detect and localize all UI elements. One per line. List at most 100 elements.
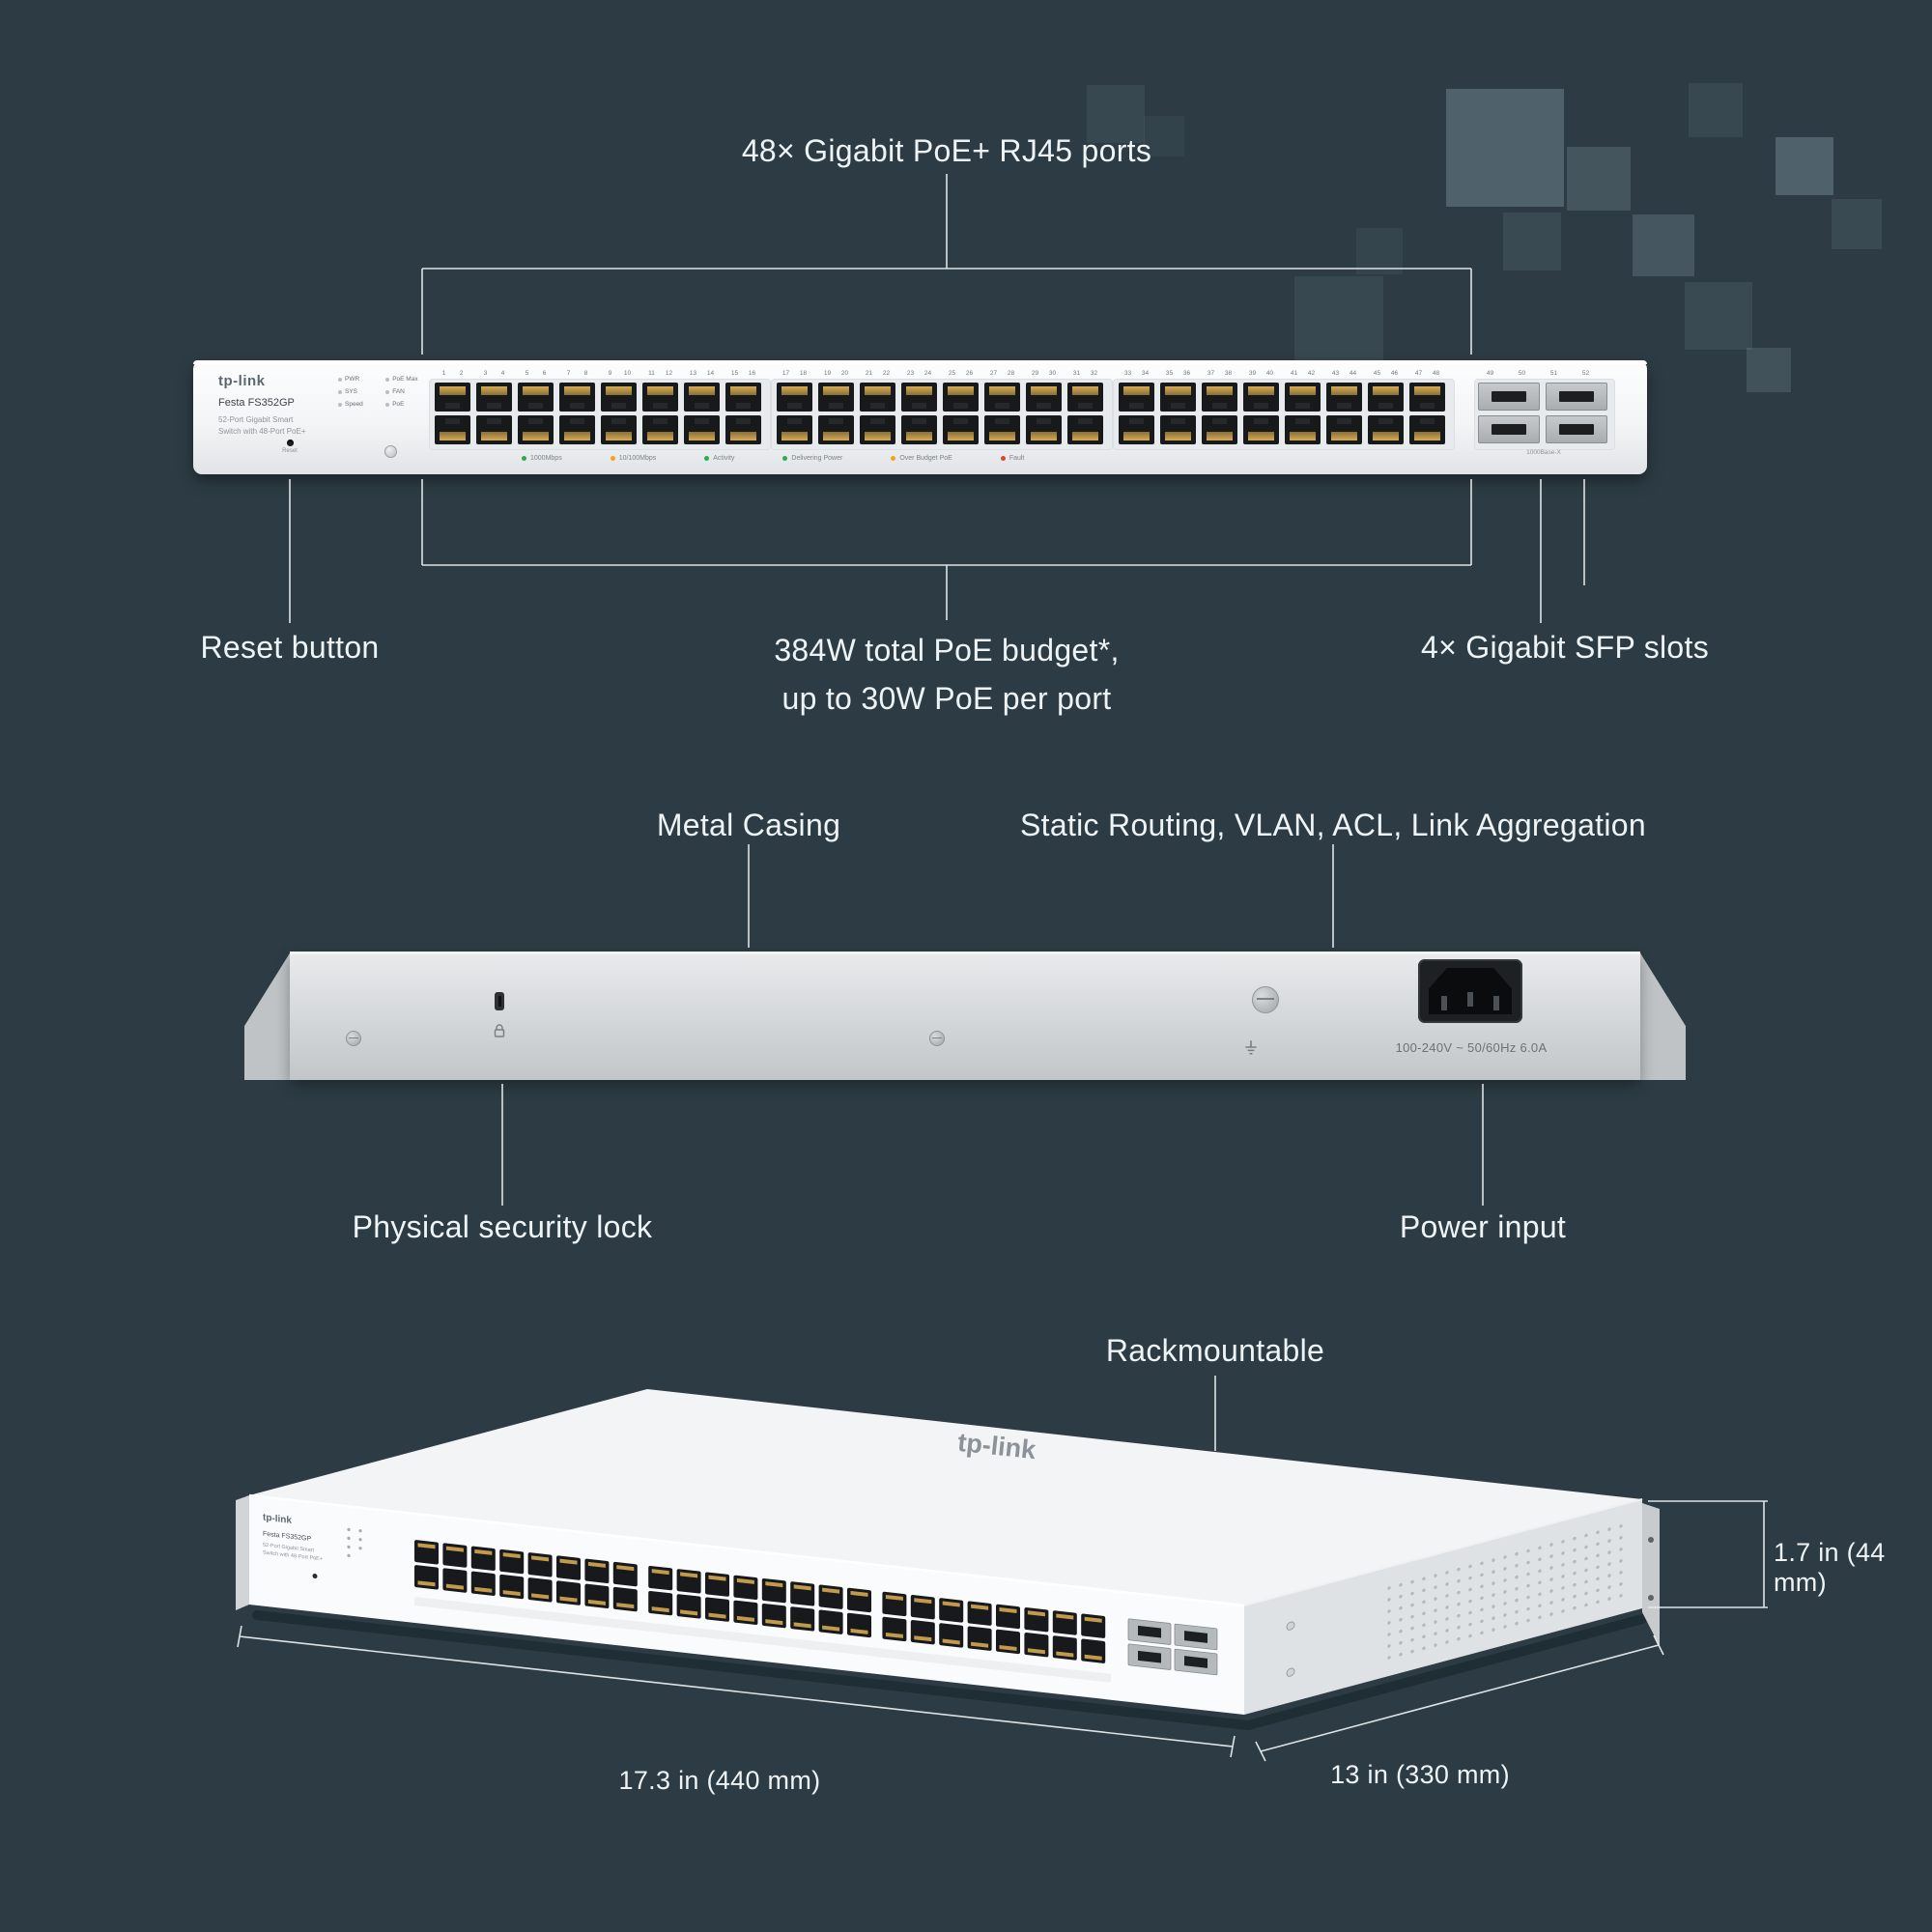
decor-square (1633, 214, 1694, 276)
led-pwr: PWR (338, 376, 376, 383)
port-number: 44 (1349, 370, 1357, 377)
port-number: 51 (1549, 370, 1558, 377)
port-number: 32 (1090, 370, 1098, 377)
sfp-caption: 1000Base-X (1526, 449, 1561, 456)
front-face-model: Festa FS352GP (263, 1531, 311, 1544)
ground-icon (1245, 1040, 1257, 1055)
legend-over-budget-poe: Over Budget PoE (891, 455, 952, 462)
port-number: 30 (1048, 370, 1057, 377)
port-number: 27 (989, 370, 998, 377)
ports-3d (414, 1540, 1218, 1676)
legend-1000mbps: 1000Mbps (522, 455, 562, 462)
callout-metal-casing: Metal Casing (656, 808, 841, 842)
port-number: 48 (1432, 370, 1440, 377)
top-logo: tp-link (956, 1428, 1038, 1464)
legend-delivering-power: Delivering Power (782, 455, 842, 462)
rj45-port-31 (1067, 383, 1103, 412)
power-inlet-cavity (1429, 968, 1512, 1014)
reset-button-area: Reset (276, 440, 303, 454)
rj45-port-13 (684, 383, 720, 412)
port-number: 8 (583, 370, 588, 377)
lock-icon (494, 1024, 505, 1037)
port-number: 21 (865, 370, 873, 377)
front-face-logo: tp-link (263, 1513, 292, 1526)
led-speed: Speed (338, 401, 376, 408)
callout-features: Static Routing, VLAN, ACL, Link Aggregat… (1020, 808, 1646, 842)
callout-poe-budget: 384W total PoE budget*, up to 30W PoE pe… (609, 626, 1285, 723)
callout-poe-budget-line2: up to 30W PoE per port (781, 681, 1112, 716)
led-mode-button (384, 445, 397, 458)
led-poe: PoE (385, 401, 431, 408)
port-number: 9 (608, 370, 612, 377)
legend-activity: Activity (704, 455, 734, 462)
led-sys: SYS (338, 388, 376, 395)
screw (346, 1031, 361, 1046)
reset-button-3d (312, 1574, 318, 1579)
port-number: 5 (525, 370, 529, 377)
legend-strip-3d (414, 1597, 1111, 1683)
power-rating-text: 100-240V ~ 50/60Hz 6.0A (1395, 1040, 1548, 1055)
port-number: 23 (906, 370, 915, 377)
rj45-port-45 (1368, 383, 1404, 412)
port-number: 42 (1307, 370, 1316, 377)
rj45-port-21 (860, 383, 895, 412)
model-name: Festa FS352GP (218, 397, 295, 409)
dim-line-height (1648, 1500, 1768, 1608)
decor-square (1087, 85, 1145, 143)
dim-width-label: 17.3 in (440 mm) (618, 1766, 821, 1795)
rack-ear-right-3d (1642, 1503, 1660, 1646)
port-number: 29 (1031, 370, 1039, 377)
sfp-slot-51 (1478, 415, 1540, 443)
port-number: 38 (1224, 370, 1233, 377)
rj45-port-25 (943, 383, 979, 412)
switch-front-view: tp-link Festa FS352GP 52-Port Gigabit Sm… (193, 360, 1647, 474)
screw (929, 1031, 945, 1046)
port-number: 12 (665, 370, 673, 377)
port-number: 3 (483, 370, 488, 377)
port-number: 47 (1414, 370, 1423, 377)
rj45-port-19 (818, 383, 854, 412)
port-number: 33 (1123, 370, 1132, 377)
rj45-port-11 (642, 383, 678, 412)
led-poe-max: PoE Max (385, 376, 431, 383)
rj45-port-33 (1119, 383, 1154, 412)
port-number: 41 (1290, 370, 1298, 377)
rj45-port-29 (1026, 383, 1062, 412)
vent-holes (1387, 1524, 1623, 1660)
legend-fault: Fault (1000, 455, 1024, 462)
model-description-1: 52-Port Gigabit Smart (218, 415, 294, 424)
port-number: 28 (1007, 370, 1015, 377)
port-number: 34 (1141, 370, 1150, 377)
front-face (249, 1495, 1244, 1715)
port-number: 46 (1390, 370, 1399, 377)
model-description-2: Switch with 48-Port PoE+ (218, 427, 306, 436)
port-number: 35 (1165, 370, 1174, 377)
back-body: 100-240V ~ 50/60Hz 6.0A (290, 952, 1640, 1080)
port-number: 40 (1265, 370, 1274, 377)
port-number: 2 (459, 370, 464, 377)
port-number: 4 (500, 370, 505, 377)
port-number: 49 (1486, 370, 1494, 377)
port-number: 39 (1248, 370, 1257, 377)
screw (1286, 1667, 1295, 1677)
rj45-port-39 (1243, 383, 1279, 412)
port-number: 15 (730, 370, 739, 377)
rj45-port-7 (559, 383, 595, 412)
port-number: 26 (965, 370, 974, 377)
rj45-port-15 (725, 383, 761, 412)
callout-sfp-slots: 4× Gigabit SFP slots (1421, 630, 1709, 665)
port-number: 45 (1373, 370, 1381, 377)
port-number: 19 (823, 370, 832, 377)
rack-ear-right (1639, 952, 1686, 1080)
decor-square (1446, 89, 1564, 207)
port-number: 50 (1518, 370, 1526, 377)
switch-back-view: 100-240V ~ 50/60Hz 6.0A (244, 952, 1686, 1080)
callout-security-lock: Physical security lock (352, 1209, 653, 1244)
decor-square (1832, 199, 1882, 249)
rj45-port-37 (1202, 383, 1237, 412)
port-number: 52 (1581, 370, 1590, 377)
dim-height-label: 1.7 in (44 mm) (1774, 1538, 1886, 1597)
